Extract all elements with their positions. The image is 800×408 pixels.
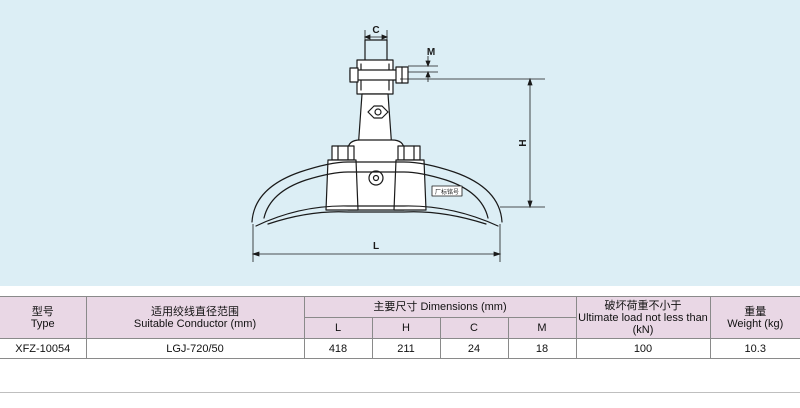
nameplate-label: 厂标铭号 [435,188,459,196]
table-row: XFZ-10054 LGJ-720/50 418 211 24 18 100 1… [0,338,800,359]
header-dimensions: 主要尺寸 Dimensions (mm) [303,296,577,318]
header-type-en: Type [30,317,55,330]
cell-conductor: LGJ-720/50 [85,338,305,359]
technical-drawing-panel: 厂标铭号 C M [0,0,800,286]
header-dim-l: L [304,317,373,339]
bottom-divider [0,392,800,393]
dimension-h-label: H [518,139,529,146]
cell-c: 24 [439,338,509,359]
right-keeper [393,159,427,211]
header-dim-m: M [507,317,576,339]
header-dim-c: C [439,317,509,339]
header-dimensions-zh: 主要尺寸 [373,301,418,313]
nameplate [431,185,463,197]
header-weight-zh: 重量 [744,305,767,318]
header-load-zh: 破坏荷重不小于 [604,299,682,312]
left-keeper [325,159,359,211]
header-weight: 重量 Weight (kg) [709,296,800,339]
header-load-en: Ultimate load not less than (kN) [578,311,708,336]
header-dim-h: H [371,317,441,339]
dimension-m-label: M [427,47,435,58]
specification-table: 型号 Type 适用绞线直径范围 Suitable Conductor (mm)… [0,296,800,359]
dimension-h [400,77,545,209]
cell-weight: 10.3 [709,338,800,359]
hex-nut [367,105,389,119]
cell-load: 100 [575,338,711,359]
suspension-clamp-drawing: 厂标铭号 C M [251,25,545,262]
clamp-trough-outer [251,161,503,223]
left-bolt-nut [331,145,355,161]
dimension-l [251,224,502,262]
header-conductor-zh: 适用绞线直径范围 [151,305,239,318]
header-weight-en: Weight (kg) [727,317,784,330]
dimension-c [363,30,389,58]
dimension-m [408,56,438,82]
cell-m: 18 [507,338,577,359]
header-conductor: 适用绞线直径范围 Suitable Conductor (mm) [85,296,305,339]
header-dimensions-en: Dimensions (mm) [420,301,507,313]
right-bolt-nut [397,145,421,161]
dimension-c-label: C [372,25,379,36]
header-type-zh: 型号 [31,305,54,318]
cell-type: XFZ-10054 [0,338,87,359]
header-type: 型号 Type [0,296,87,339]
header-conductor-en: Suitable Conductor (mm) [133,317,257,330]
header-ultimate-load: 破坏荷重不小于 Ultimate load not less than (kN) [575,296,711,339]
cell-h: 211 [371,338,441,359]
clevis-outline [364,39,388,61]
clamp-trough-inner [263,171,489,219]
clamp-sole [255,205,499,227]
cell-l: 418 [303,338,373,359]
dimension-l-label: L [373,241,379,252]
